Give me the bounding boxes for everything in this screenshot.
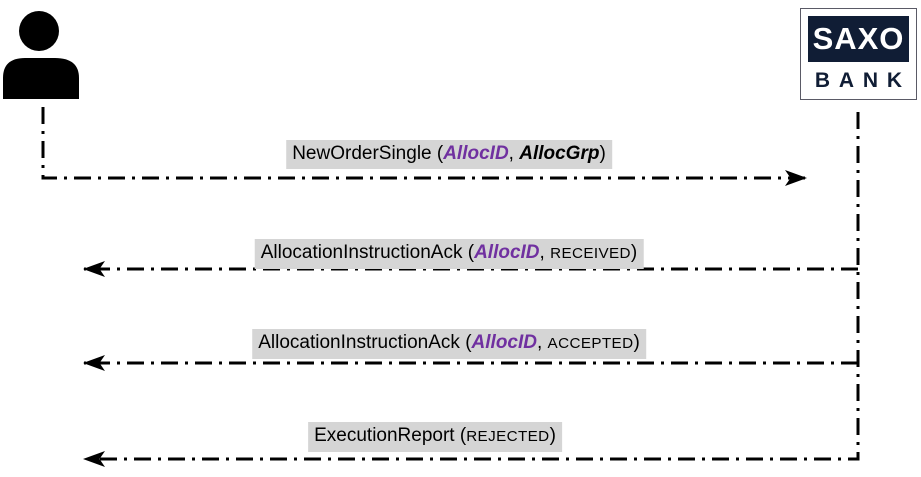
message-label-allocation-instruction-ack-received: AllocationInstructionAck (AllocID, RECEI… (254, 239, 644, 269)
message-1-alloc-grp: AllocGrp (519, 143, 600, 164)
message-1-suffix: ) (599, 143, 606, 164)
message-4-suffix: ) (549, 425, 556, 446)
message-2-prefix: AllocationInstructionAck ( (260, 242, 475, 263)
saxo-logo-top-text: SAXO (808, 16, 909, 62)
saxo-bank-logo: SAXO BANK (800, 8, 917, 100)
message-3-suffix: ) (633, 332, 640, 353)
message-2-status: RECEIVED (550, 245, 631, 262)
message-1-alloc-id: AllocID (443, 143, 509, 164)
message-3-prefix: AllocationInstructionAck ( (258, 332, 472, 353)
message-1-prefix: NewOrderSingle ( (292, 143, 444, 164)
message-2-alloc-id: AllocID (474, 242, 540, 263)
message-label-new-order-single: NewOrderSingle (AllocID, AllocGrp) (286, 140, 612, 169)
message-label-execution-report-rejected: ExecutionReport (REJECTED) (308, 422, 562, 452)
message-4-status: REJECTED (466, 428, 550, 445)
message-3-alloc-id: AllocID (471, 332, 537, 353)
bank-lifeline-and-message-4-arrow (83, 112, 860, 467)
saxo-logo-bottom-text: BANK (814, 68, 911, 92)
person-icon (0, 4, 86, 102)
client-lifeline-and-message-1-arrow (41, 107, 807, 186)
message-4-prefix: ExecutionReport ( (314, 425, 467, 446)
message-2-separator: , (539, 242, 551, 263)
message-3-status: ACCEPTED (547, 335, 634, 352)
message-1-separator: , (508, 143, 520, 164)
message-label-allocation-instruction-ack-accepted: AllocationInstructionAck (AllocID, ACCEP… (252, 329, 646, 359)
message-2-suffix: ) (630, 242, 638, 263)
message-3-separator: , (536, 332, 548, 353)
